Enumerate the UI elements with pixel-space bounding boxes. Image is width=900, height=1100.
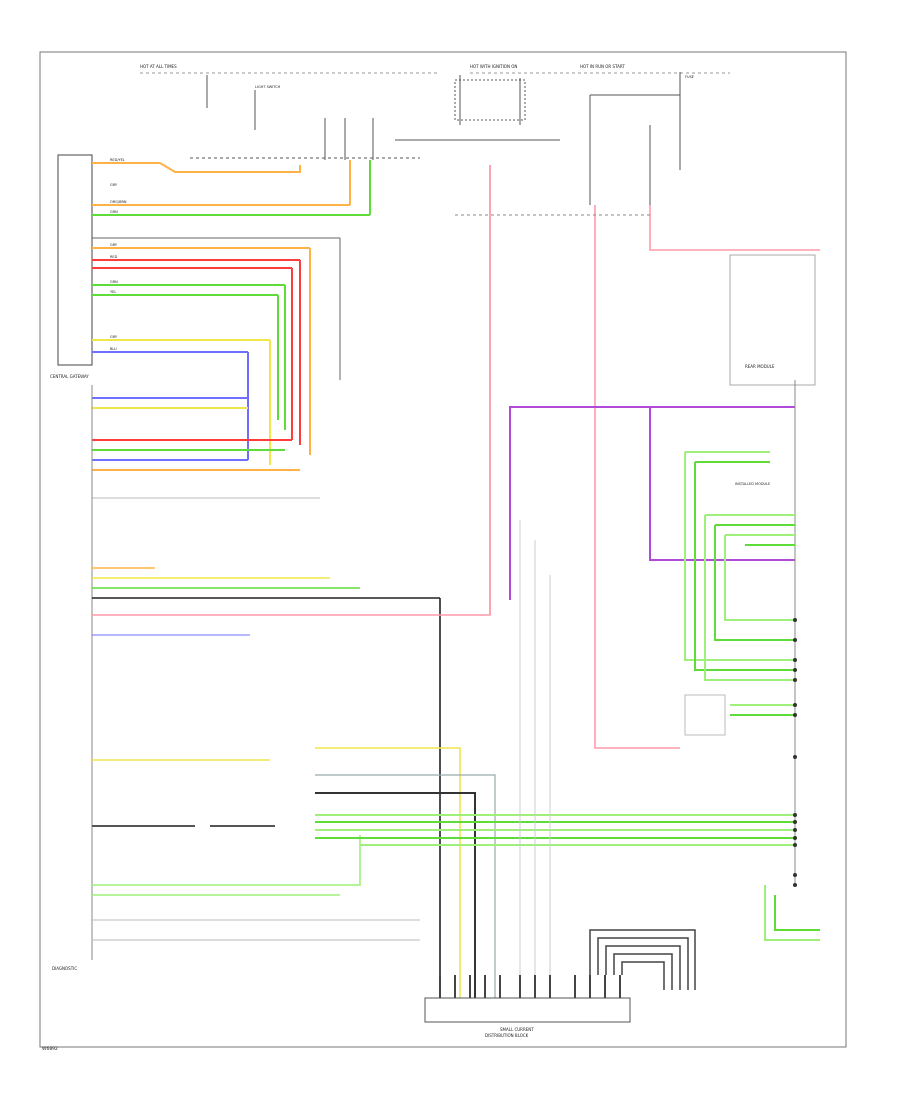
svg-text:GRY: GRY [110,183,118,187]
top-label-2: HOT WITH IGNITION ON [470,64,517,69]
svg-text:ORG/BRN: ORG/BRN [110,200,127,204]
left-wire-labels: RED/YEL GRY ORG/BRN GRN GRY RED GRN YEL GRY B… [110,158,127,351]
central-module-label: CENTRAL GATEWAY [50,374,89,379]
bottom-switch-stack [589,929,696,990]
bottom-block [424,997,631,1023]
bottom-block-label-1: SMALL CURRENT [500,1027,534,1032]
small-switch-box [684,694,726,736]
mid-harness [92,165,491,1000]
svg-text:GRY: GRY [110,243,118,247]
svg-text:GRY: GRY [110,335,118,339]
right-green-harness [684,451,820,941]
svg-text:RED/YEL: RED/YEL [110,158,125,162]
violet-bus [509,406,795,600]
center-feeds [455,165,820,749]
diagram-border [39,51,847,1048]
right-module-label: REAR MODULE [745,364,775,369]
right-connector-dots [793,618,797,887]
top-label-1: HOT AT ALL TIMES [140,64,177,69]
bottom-left-label: DIAGNOSTIC [52,966,77,971]
left-harness [92,160,371,499]
central-module-box [57,154,93,366]
bottom-block-label-2: DISTRIBUTION BLOCK [485,1033,529,1038]
top-small-text-1: LIGHT SWITCH [255,85,281,89]
svg-text:GRN: GRN [110,280,118,284]
svg-text:RED: RED [110,255,118,259]
right-module-2-label: INSTALLED MODULE [735,482,770,486]
top-relays [190,72,681,205]
right-module-box [729,254,816,386]
bottom-connector-pins [439,975,621,998]
lower-harness [315,520,795,1000]
top-label-3: HOT IN RUN OR START [580,64,625,69]
svg-text:BLU: BLU [110,347,117,351]
footer-code: W6892 [42,1046,58,1052]
svg-text:YEL: YEL [110,290,116,294]
top-small-text-2: FUSE [685,75,694,79]
svg-text:GRN: GRN [110,210,118,214]
